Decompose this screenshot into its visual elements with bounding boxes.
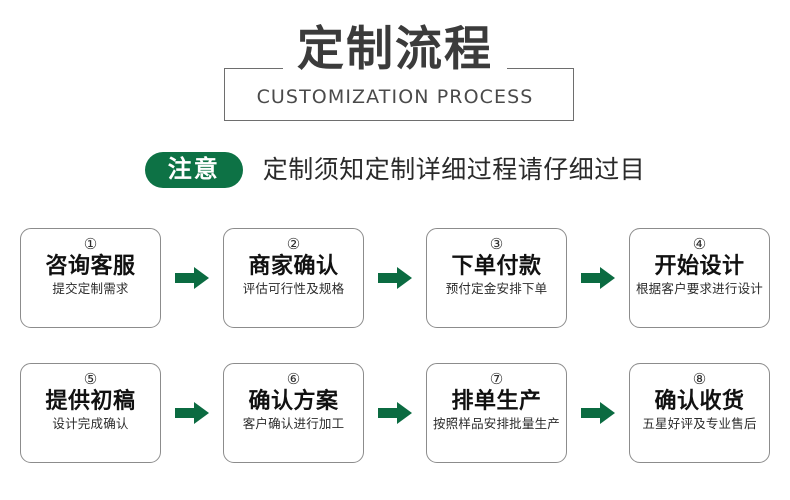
arrow-right-icon xyxy=(175,402,209,424)
step-description: 预付定金安排下单 xyxy=(445,280,548,296)
notice-badge: 注意 xyxy=(144,152,243,189)
page-subtitle: CUSTOMIZATION PROCESS xyxy=(256,86,534,108)
step-number: ⑦ xyxy=(489,370,504,388)
arrow-right-icon xyxy=(378,402,412,424)
step-number: ① xyxy=(83,235,98,253)
step-title: 确认方案 xyxy=(248,388,339,414)
step-description: 提交定制需求 xyxy=(52,280,129,296)
step-card-1[interactable]: ① 咨询客服 提交定制需求 xyxy=(20,228,161,328)
arrow-right-icon xyxy=(378,267,412,289)
step-description: 评估可行性及规格 xyxy=(242,280,345,296)
step-card-3[interactable]: ③ 下单付款 预付定金安排下单 xyxy=(426,228,567,328)
step-card-8[interactable]: ⑧ 确认收货 五星好评及专业售后 xyxy=(629,363,770,463)
notice-text: 定制须知定制详细过程请仔细过目 xyxy=(262,155,646,185)
arrow-right-icon xyxy=(581,267,615,289)
step-title: 提供初稿 xyxy=(45,388,136,414)
step-title: 开始设计 xyxy=(654,253,745,279)
step-description: 设计完成确认 xyxy=(52,415,129,431)
arrow-right-icon xyxy=(581,402,615,424)
step-number: ② xyxy=(286,235,301,253)
page-title-text: 定制流程 xyxy=(283,26,507,73)
process-row-2: ⑤ 提供初稿 设计完成确认 ⑥ 确认方案 客户确认进行加工 ⑦ 排单生产 按照样… xyxy=(20,363,770,463)
step-number: ⑧ xyxy=(692,370,707,388)
step-card-2[interactable]: ② 商家确认 评估可行性及规格 xyxy=(223,228,364,328)
step-title: 确认收货 xyxy=(654,388,745,414)
step-number: ④ xyxy=(692,235,707,253)
step-number: ⑤ xyxy=(83,370,98,388)
step-card-5[interactable]: ⑤ 提供初稿 设计完成确认 xyxy=(20,363,161,463)
step-description: 按照样品安排批量生产 xyxy=(432,415,560,431)
step-card-4[interactable]: ④ 开始设计 根据客户要求进行设计 xyxy=(629,228,770,328)
step-description: 客户确认进行加工 xyxy=(242,415,345,431)
step-card-7[interactable]: ⑦ 排单生产 按照样品安排批量生产 xyxy=(426,363,567,463)
arrow-right-icon xyxy=(175,267,209,289)
page-header: 定制流程 CUSTOMIZATION PROCESS xyxy=(0,0,790,140)
step-title: 商家确认 xyxy=(248,253,339,279)
step-number: ③ xyxy=(489,235,504,253)
step-title: 下单付款 xyxy=(451,253,542,279)
step-title: 咨询客服 xyxy=(45,253,136,279)
step-title: 排单生产 xyxy=(451,388,542,414)
notice-bar: 注意 定制须知定制详细过程请仔细过目 xyxy=(0,152,790,189)
process-row-1: ① 咨询客服 提交定制需求 ② 商家确认 评估可行性及规格 ③ 下单付款 预付定… xyxy=(20,228,770,328)
step-description: 根据客户要求进行设计 xyxy=(635,280,763,296)
step-description: 五星好评及专业售后 xyxy=(642,415,757,431)
step-card-6[interactable]: ⑥ 确认方案 客户确认进行加工 xyxy=(223,363,364,463)
page-title: 定制流程 xyxy=(0,26,790,73)
step-number: ⑥ xyxy=(286,370,301,388)
